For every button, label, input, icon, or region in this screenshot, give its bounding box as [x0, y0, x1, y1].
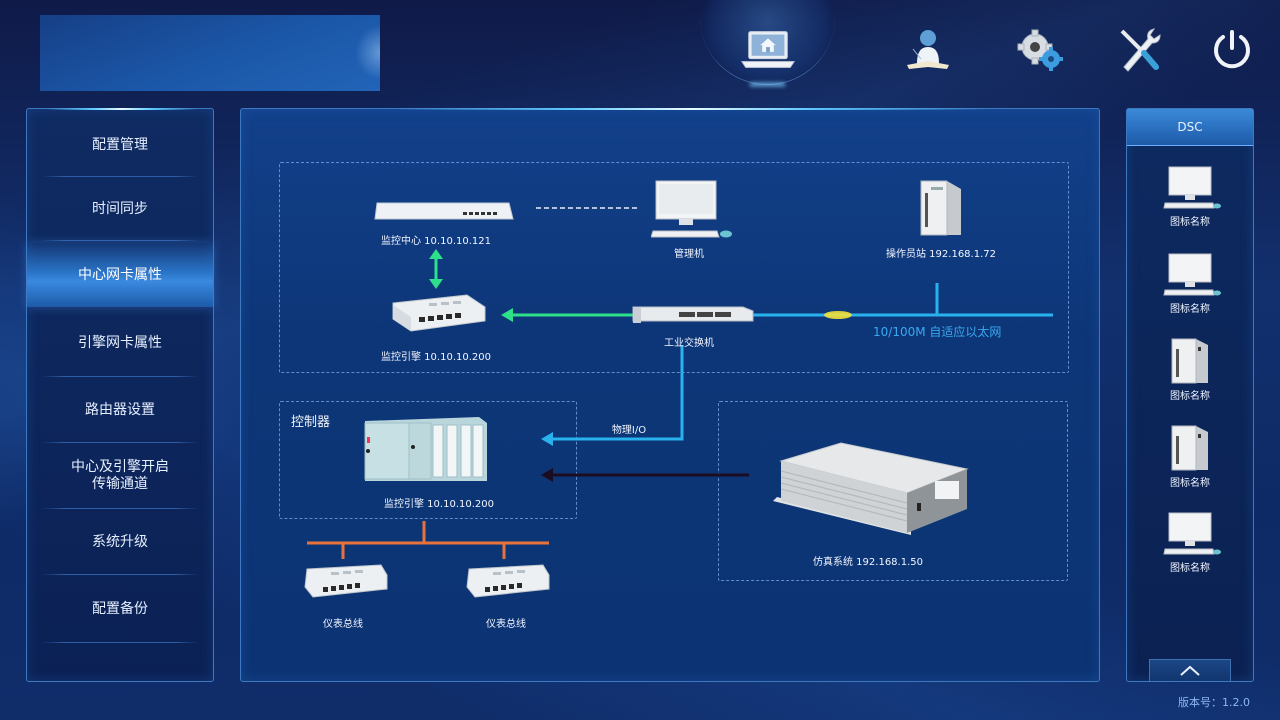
sidebar-item-label: 中心网卡属性 — [78, 266, 162, 283]
sidebar-item-label: 中心及引擎开启 传输通道 — [71, 459, 169, 492]
simulation-system-label: 仿真系统 192.168.1.50 — [813, 557, 923, 568]
simulation-system-icon — [773, 442, 969, 535]
user-reading-icon — [907, 30, 949, 69]
scroll-up-button[interactable] — [1149, 659, 1231, 681]
sidebar-item-open-channel[interactable]: 中心及引擎开启 传输通道 — [27, 443, 213, 509]
ethernet-signal-glow — [824, 311, 852, 319]
dsc-item[interactable]: 图标名称 — [1127, 337, 1253, 402]
connection-lines — [307, 207, 1053, 559]
home-laptop-icon — [741, 31, 795, 68]
dsc-item-label: 图标名称 — [1170, 217, 1210, 228]
glow-line — [47, 108, 197, 110]
operator-station-icon — [920, 180, 961, 236]
physical-io-label: 物理I/O — [611, 425, 647, 436]
monitor-engine-plc-label: 监控引擎 10.10.10.200 — [384, 499, 494, 510]
desktop-pc-icon — [1163, 166, 1221, 209]
top-toolbar — [0, 0, 1280, 100]
home-button[interactable] — [740, 26, 796, 74]
network-diagram-panel: 监控中心 10.10.10.121 管理机 操作员站 192.168.1.72 … — [240, 108, 1100, 682]
sidebar-item-config-management[interactable]: 配置管理 — [27, 113, 213, 177]
tools-button[interactable] — [1112, 26, 1168, 74]
monitor-center-label: 监控中心 10.10.10.121 — [381, 236, 491, 247]
industrial-switch-icon — [632, 306, 754, 323]
monitor-engine-top-label: 监控引擎 10.10.10.200 — [381, 352, 491, 363]
instrument-bus-device-icon — [304, 564, 388, 598]
sidebar: 配置管理 时间同步 中心网卡属性 引擎网卡属性 路由器设置 中心及引擎开启 传输… — [26, 108, 214, 682]
plc-controller-icon — [364, 417, 487, 481]
instrument-bus-right-label: 仪表总线 — [486, 619, 526, 630]
tower-server-icon — [1171, 338, 1208, 384]
green-bidirectional-arrow — [429, 249, 443, 289]
dsc-item-label: 图标名称 — [1170, 304, 1210, 315]
sidebar-item-engine-nic[interactable]: 引擎网卡属性 — [27, 309, 213, 377]
network-group-box — [279, 162, 1069, 373]
sidebar-item-time-sync[interactable]: 时间同步 — [27, 177, 213, 241]
glow-line — [391, 108, 991, 110]
sidebar-item-label: 路由器设置 — [85, 401, 155, 418]
logo-area — [40, 15, 380, 91]
dsc-item-label: 图标名称 — [1170, 563, 1210, 574]
sidebar-item-label: 配置备份 — [92, 600, 148, 617]
industrial-switch-label: 工业交换机 — [664, 338, 714, 349]
controller-title: 控制器 — [291, 415, 331, 430]
tools-icon — [1120, 28, 1161, 72]
sidebar-item-label: 系统升级 — [92, 533, 148, 550]
instrument-bus-device-icon — [466, 564, 550, 598]
dsc-item[interactable]: 图标名称 — [1127, 165, 1253, 228]
power-button[interactable] — [1204, 26, 1260, 74]
tower-server-icon — [1171, 425, 1208, 471]
monitor-center-device-icon — [374, 202, 514, 220]
instrument-bus — [307, 521, 549, 559]
version-label: 版本号：1.2.0 — [1178, 696, 1250, 709]
simulation-group-box — [718, 401, 1068, 581]
physical-io-line — [541, 345, 684, 446]
instrument-bus-left-label: 仪表总线 — [323, 619, 363, 630]
manager-pc-icon — [651, 180, 732, 238]
manager-pc-label: 管理机 — [674, 249, 704, 260]
gears-icon — [1017, 29, 1063, 71]
dsc-item[interactable]: 图标名称 — [1127, 252, 1253, 315]
sidebar-item-label: 时间同步 — [92, 200, 148, 217]
controller-group-box — [279, 401, 577, 519]
dsc-item[interactable]: 图标名称 — [1127, 424, 1253, 489]
sidebar-item-label: 配置管理 — [92, 136, 148, 153]
user-button[interactable] — [900, 26, 956, 74]
settings-button[interactable] — [1012, 26, 1068, 74]
operator-station-label: 操作员站 192.168.1.72 — [886, 249, 996, 260]
ethernet-label: 10/100M 自适应以太网 — [873, 325, 1002, 339]
dsc-item-label: 图标名称 — [1170, 391, 1210, 402]
power-icon — [1214, 30, 1250, 69]
green-arrow-to-engine — [501, 308, 633, 322]
sidebar-item-router-settings[interactable]: 路由器设置 — [27, 377, 213, 443]
chevron-up-icon — [1180, 665, 1200, 676]
monitor-engine-device-icon — [392, 294, 486, 332]
dsc-panel-title: DSC — [1127, 109, 1253, 146]
desktop-pc-icon — [1163, 512, 1221, 555]
sidebar-item-config-backup[interactable]: 配置备份 — [27, 575, 213, 643]
dsc-item[interactable]: 图标名称 — [1127, 511, 1253, 574]
simulation-arrow — [541, 468, 749, 482]
desktop-pc-icon — [1163, 253, 1221, 296]
sidebar-item-center-nic[interactable]: 中心网卡属性 — [27, 243, 213, 307]
sidebar-item-label: 引擎网卡属性 — [78, 334, 162, 351]
dsc-item-label: 图标名称 — [1170, 478, 1210, 489]
sidebar-item-system-upgrade[interactable]: 系统升级 — [27, 509, 213, 575]
dsc-panel: DSC 图标名称 图标名称 图标名称 图标名称 图标名称 — [1126, 108, 1254, 682]
